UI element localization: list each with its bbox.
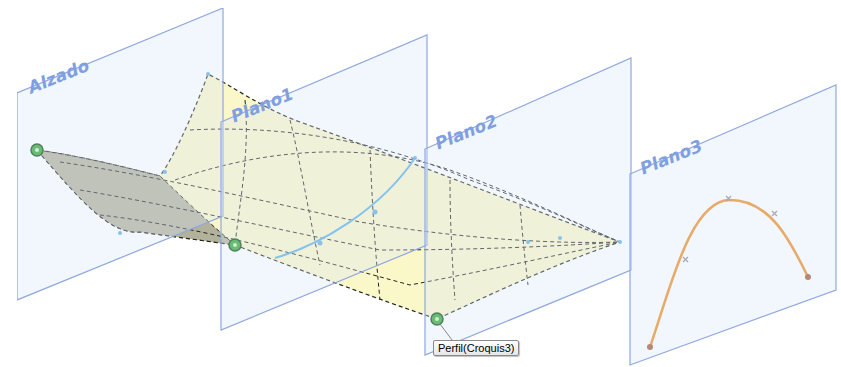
plane-outline (17, 8, 224, 301)
reference-plane: Plano2 (424, 57, 632, 356)
plane-outline (220, 34, 428, 331)
reference-plane: Plano3 (629, 84, 837, 366)
reference-plane: Plano1 (220, 34, 428, 331)
plane-outline (629, 84, 837, 366)
reference-plane: Alzado (17, 8, 224, 301)
plane-outline (424, 57, 632, 356)
callout-text: Perfil(Croquis3) (434, 341, 518, 355)
callout-box: Perfil(Croquis3) (433, 340, 519, 356)
